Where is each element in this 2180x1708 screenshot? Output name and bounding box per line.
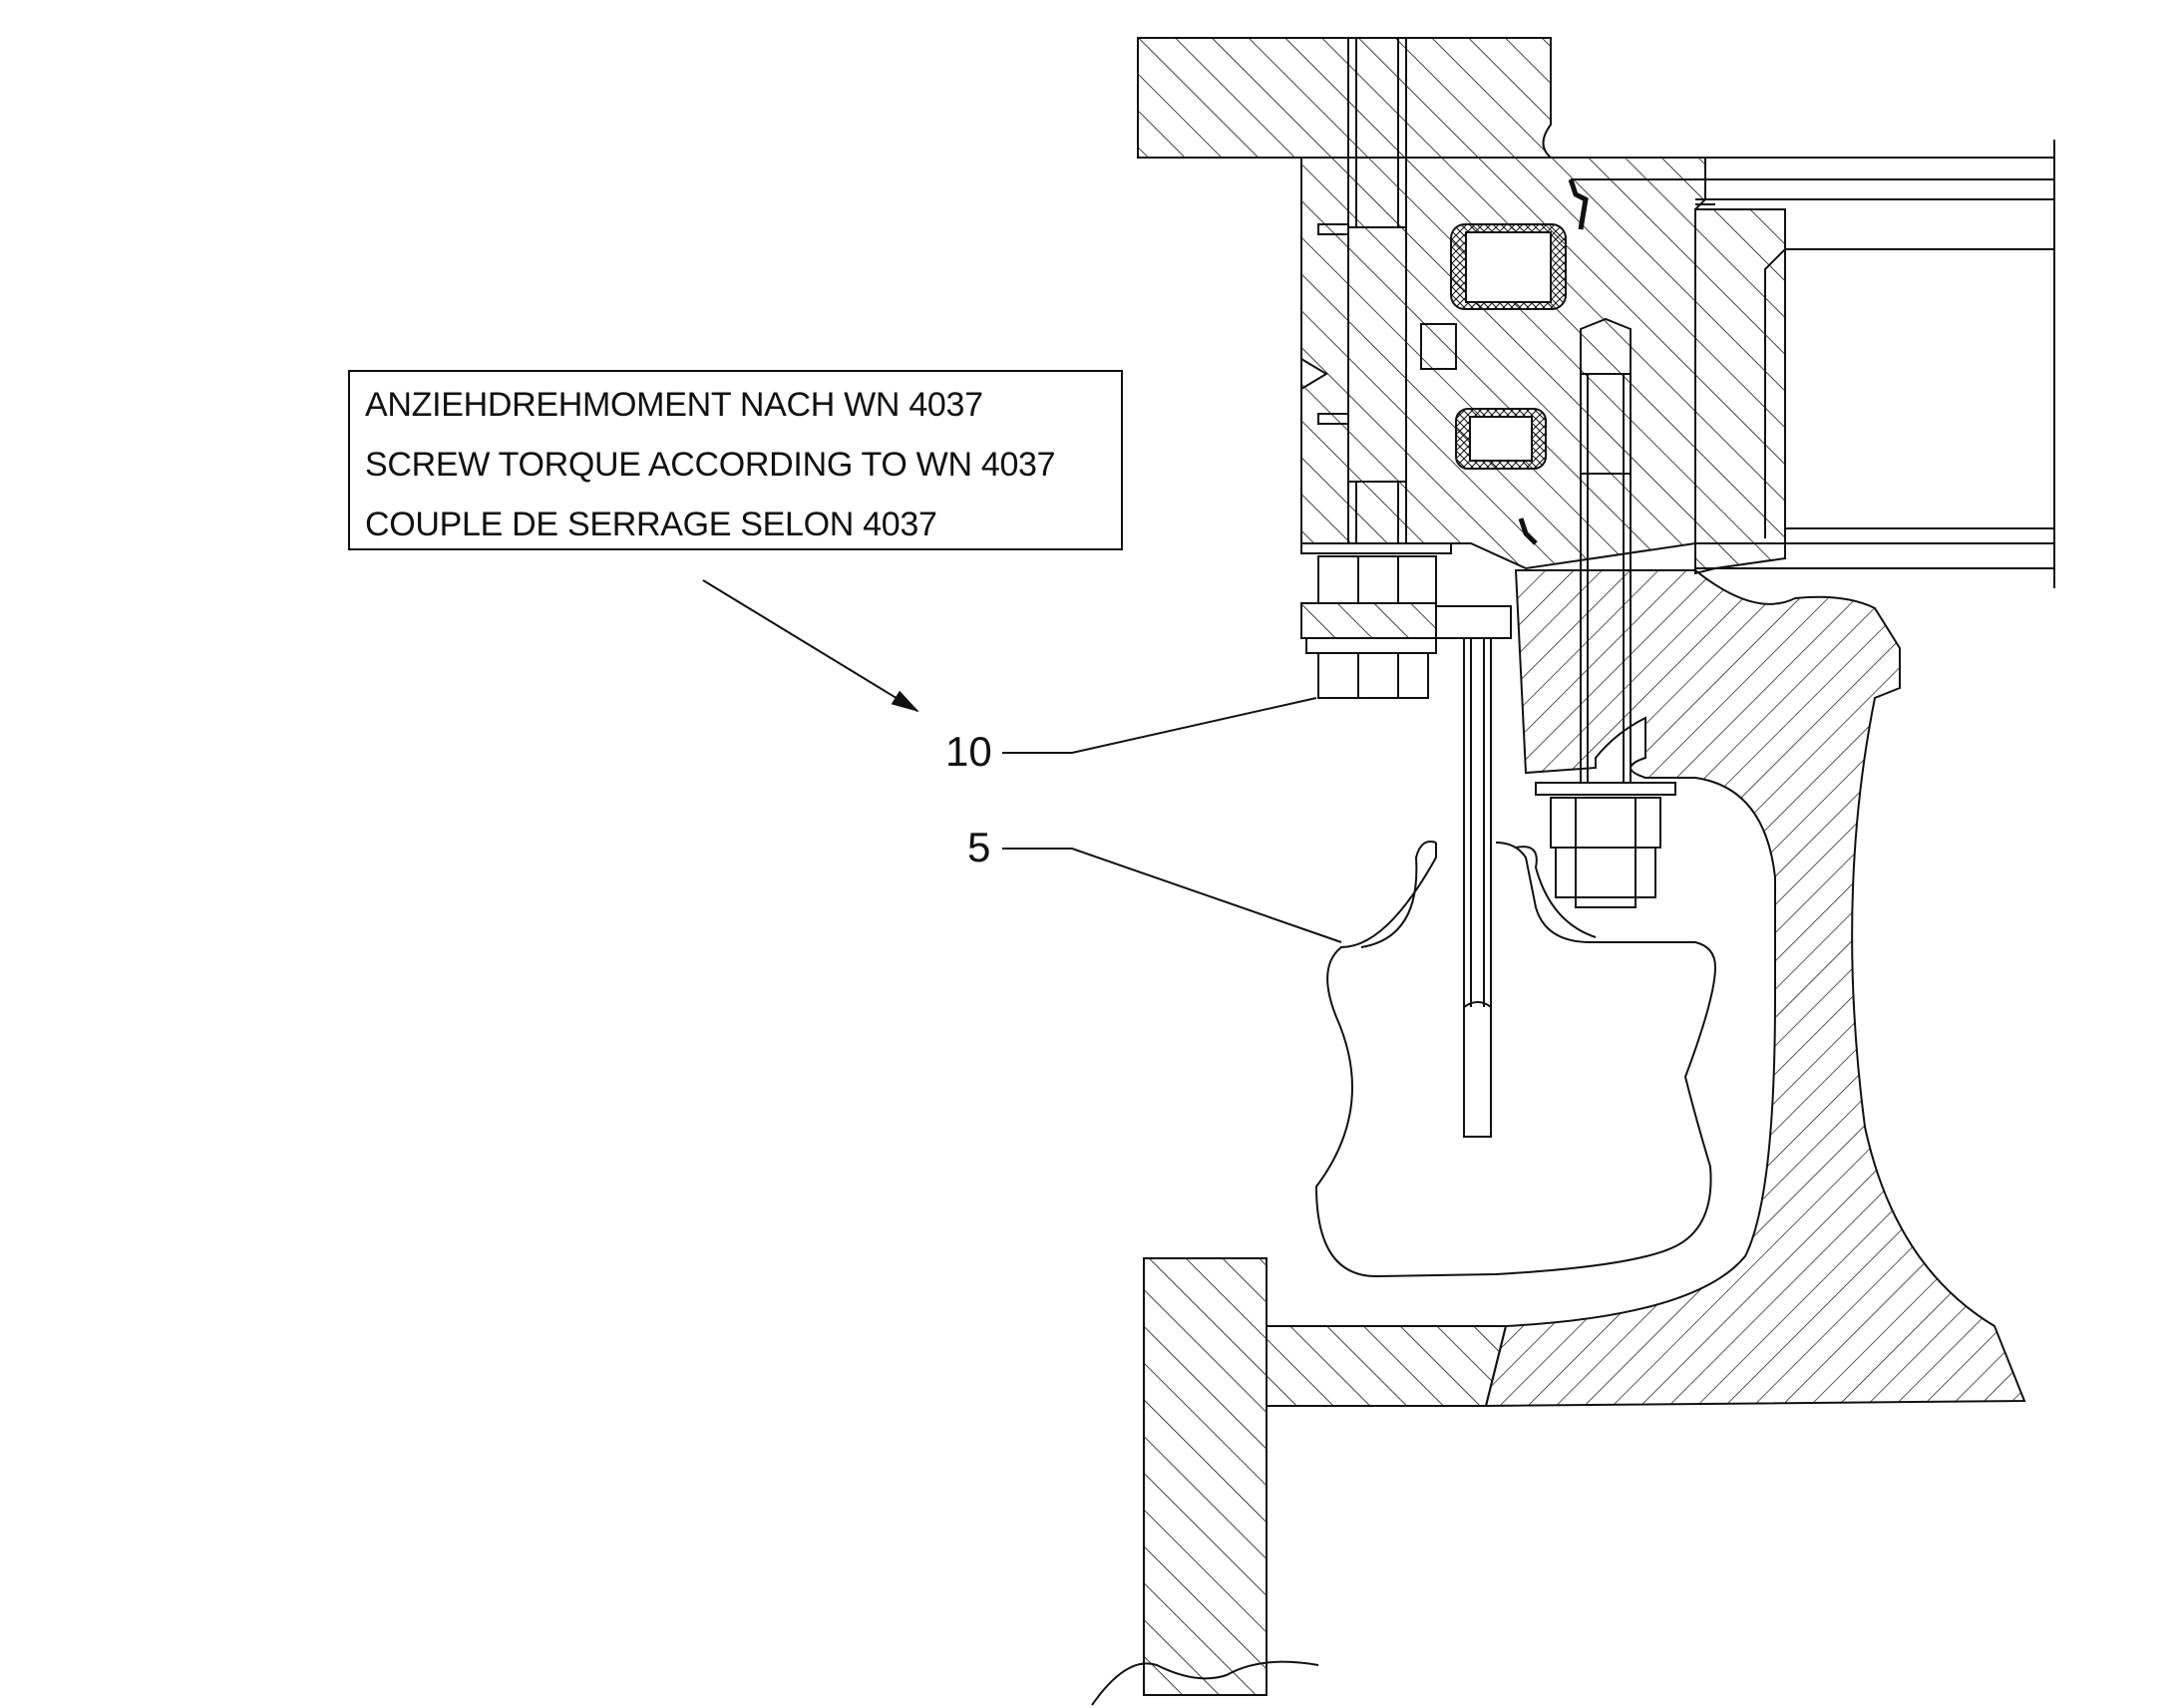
note-line-english: SCREW TORQUE ACCORDING TO WN 4037 xyxy=(365,446,1056,484)
inner-body xyxy=(1694,208,1786,575)
base-casting xyxy=(1484,569,2026,1408)
left-washer-lower xyxy=(1305,637,1437,654)
note-line-german: ANZIEHDREHMOMENT NACH WN 4037 xyxy=(365,386,983,424)
left-nut-lower xyxy=(1317,652,1429,699)
torque-note-box: ANZIEHDREHMOMENT NACH WN 4037 SCREW TORQ… xyxy=(348,370,1123,550)
right-washer xyxy=(1535,782,1676,796)
left-nut-upper xyxy=(1317,555,1437,604)
right-nut-lower xyxy=(1555,847,1656,908)
dowel-pin-lower xyxy=(1317,413,1349,425)
top-cover-plate xyxy=(1137,37,1554,159)
note-line-french: COUPLE DE SERRAGE SELON 4037 xyxy=(365,506,937,543)
seal-block xyxy=(1420,323,1457,370)
flange-step xyxy=(1300,358,1328,390)
callout-label-10: 10 xyxy=(945,728,992,775)
wheel-cavity xyxy=(1314,842,1717,1278)
leader-10 xyxy=(1002,697,1317,754)
right-nut-upper xyxy=(1550,797,1661,849)
cavity-left-lobe xyxy=(1360,841,1437,948)
left-stud-bolt xyxy=(1347,37,1407,544)
seal-lip-lower xyxy=(1518,517,1538,545)
seal-lip-upper xyxy=(1568,178,1589,230)
vertical-pin xyxy=(1463,637,1492,1138)
left-washer xyxy=(1300,542,1452,554)
lower-support-column xyxy=(1143,1257,1268,1696)
lower-base-rail xyxy=(1266,1325,1508,1407)
break-line xyxy=(1091,1660,1319,1706)
dowel-pin-upper xyxy=(1317,223,1349,235)
callout-label-5: 5 xyxy=(967,824,991,870)
left-plate-hatched xyxy=(1300,602,1437,639)
note-arrow xyxy=(702,579,919,713)
leader-5 xyxy=(1002,848,1342,943)
lever-arm xyxy=(1436,605,1512,639)
cavity-right-lobe xyxy=(1515,846,1597,938)
upper-flange-block xyxy=(1300,157,1706,570)
